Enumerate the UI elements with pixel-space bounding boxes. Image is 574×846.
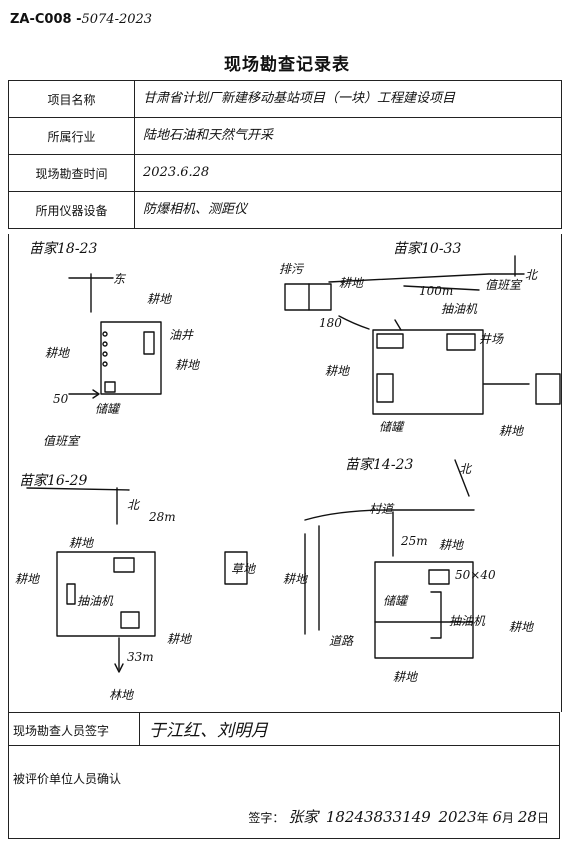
sign-month: 6 (492, 808, 503, 826)
field-value-equipment: 防爆相机、测距仪 (134, 191, 562, 229)
site-sw-bottom: 林地 (109, 688, 134, 702)
site-se-drawing (304, 459, 475, 659)
site-ne-dist1: 180 (319, 316, 342, 330)
site-se-road: 村道 (369, 502, 394, 516)
page-title: 现场勘查记录表 (224, 55, 350, 75)
site-nw-tank: 储罐 (95, 402, 120, 416)
sign-phone: 18243833149 (325, 808, 431, 826)
site-ne-field-bottom: 耕地 (499, 424, 524, 438)
sign-name: 张家 (288, 808, 319, 826)
sign-day-unit: 日 (536, 811, 549, 825)
site-se-north: 北 (459, 462, 472, 476)
site-ne-extra: 井场 (479, 332, 504, 346)
site-se-road-label: 道路 (329, 634, 354, 648)
document-id-prefix: ZA-C008 - (10, 12, 82, 27)
site-ne-field-top: 耕地 (339, 276, 364, 290)
site-ne-top-label: 排污 (279, 262, 304, 276)
site-se-tank: 储罐 (383, 594, 408, 608)
site-nw-field-right: 耕地 (175, 358, 200, 372)
site-sw-title: 苗家16-29 (19, 473, 88, 489)
table-row: 所用仪器设备 防爆相机、测距仪 (8, 191, 562, 229)
info-table: 项目名称 甘肃省计划厂新建移动基站项目（一块）工程建设项目 所属行业 陆地石油和… (8, 80, 562, 229)
field-value-project: 甘肃省计划厂新建移动基站项目（一块）工程建设项目 (134, 80, 562, 118)
site-se-size: 50×40 (455, 568, 496, 582)
sign-year-unit: 年 (476, 811, 489, 825)
signature-section: 现场勘查人员签字 于江红、刘明月 被评价单位人员确认 签字： 张家 182438… (8, 712, 560, 839)
site-se-pump: 抽油机 (449, 614, 486, 628)
row-divider (139, 713, 140, 745)
sign-label: 签字： (248, 811, 285, 825)
confirm-label: 被评价单位人员确认 (13, 772, 122, 786)
site-sw-room: 值班室 (43, 434, 80, 448)
site-se-left: 耕地 (283, 572, 308, 586)
table-row: 现场勘查时间 2023.6.28 (8, 154, 562, 192)
site-ne-field-left: 耕地 (325, 364, 350, 378)
sketch-drawing (26, 255, 561, 673)
site-ne-pump: 抽油机 (441, 302, 478, 316)
site-se-field-right: 耕地 (509, 620, 534, 634)
site-ne-title: 苗家10-33 (393, 241, 462, 257)
site-nw-dist: 50 (53, 392, 69, 406)
site-sw-field-right: 耕地 (167, 632, 192, 646)
site-ne-north: 北 (525, 268, 538, 282)
site-se-field-bottom: 耕地 (393, 670, 418, 684)
site-se-dist: 25m (401, 534, 428, 548)
site-sw-field-left: 耕地 (15, 572, 40, 586)
inspector-label: 现场勘查人员签字 (13, 724, 110, 738)
site-nw-field-top: 耕地 (147, 292, 172, 306)
site-nw-drawing (68, 273, 162, 399)
inspector-signature: 于江红、刘明月 (149, 721, 268, 741)
site-ne-dist2: 100m (419, 284, 454, 298)
site-sw-pump: 抽油机 (77, 594, 114, 608)
table-row: 项目名称 甘肃省计划厂新建移动基站项目（一块）工程建设项目 (8, 80, 562, 118)
sign-month-unit: 月 (502, 811, 515, 825)
field-value-industry: 陆地石油和天然气开采 (134, 117, 562, 155)
inspector-signature-row: 现场勘查人员签字 于江红、刘明月 (8, 712, 560, 746)
confirm-row: 被评价单位人员确认 签字： 张家 18243833149 2023年 6月 28… (8, 746, 560, 839)
site-nw-hole: 油井 (169, 328, 194, 342)
site-sw-dist2: 33m (127, 650, 154, 664)
confirm-signline: 签字： 张家 18243833149 2023年 6月 28日 (248, 806, 549, 827)
site-sw-mid: 草地 (231, 562, 256, 576)
site-ne-tank: 储罐 (379, 420, 404, 434)
site-sw-north: 北 (127, 498, 140, 512)
sign-day: 28 (517, 808, 537, 826)
site-sw-dist1: 28m (149, 510, 176, 524)
site-ne-drawing (284, 255, 561, 415)
field-label-time: 现场勘查时间 (8, 154, 135, 192)
sign-year: 2023 (438, 808, 477, 826)
document-id: ZA-C008 -5074-2023 (10, 12, 152, 27)
site-sw-field-top: 耕地 (69, 536, 94, 550)
site-ne-room: 值班室 (485, 278, 522, 292)
field-value-time: 2023.6.28 (134, 154, 562, 192)
site-nw-title: 苗家18-23 (29, 241, 98, 257)
site-se-field-top: 耕地 (439, 538, 464, 552)
field-label-project: 项目名称 (8, 80, 135, 118)
site-sketch: 苗家18-23 东 耕地 耕地 油井 耕地 50 储罐 苗家10-33 北 排污… (8, 234, 562, 712)
field-label-industry: 所属行业 (8, 117, 135, 155)
field-label-equipment: 所用仪器设备 (8, 191, 135, 229)
site-nw-field-left: 耕地 (45, 346, 70, 360)
site-se-title: 苗家14-23 (345, 457, 414, 473)
site-nw-north: 东 (113, 272, 126, 286)
table-row: 所属行业 陆地石油和天然气开采 (8, 117, 562, 155)
site-sw-drawing (26, 487, 248, 673)
document-id-handwritten: 5074-2023 (81, 12, 153, 27)
